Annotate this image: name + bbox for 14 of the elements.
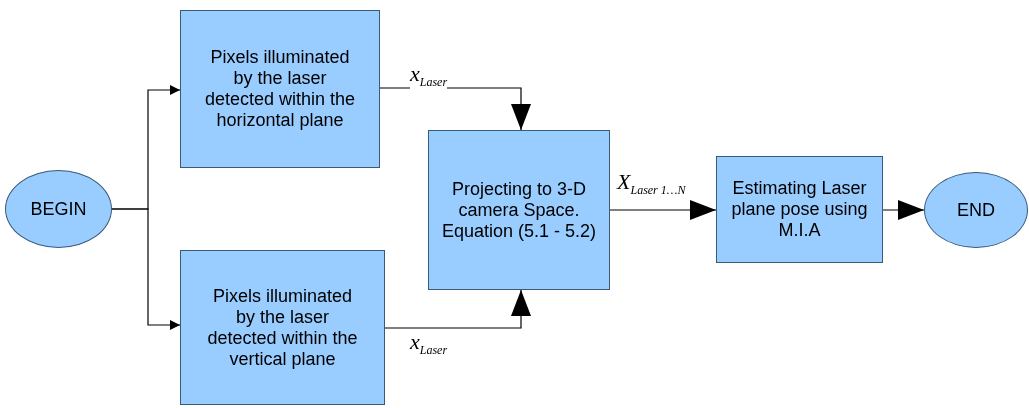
node-label: Estimating Laser plane pose using M.I.A <box>731 178 868 241</box>
node-label: BEGIN <box>30 198 87 220</box>
arrow <box>111 208 181 330</box>
node-label: END <box>957 199 995 221</box>
process-box <box>180 250 385 405</box>
process-box <box>180 10 380 168</box>
node-label: Projecting to 3-D camera Space. Equation (5.1 - 5.2) <box>441 178 597 242</box>
arrow <box>384 289 531 329</box>
process-box <box>428 130 610 290</box>
node-label: Pixels illuminated by the laser detected within the vertical plane <box>206 285 359 370</box>
arrow <box>882 200 925 220</box>
process-box <box>716 156 883 263</box>
arrow <box>609 200 717 220</box>
node-label: Pixels illuminated by the laser detected within the horizontal plane <box>203 47 357 131</box>
